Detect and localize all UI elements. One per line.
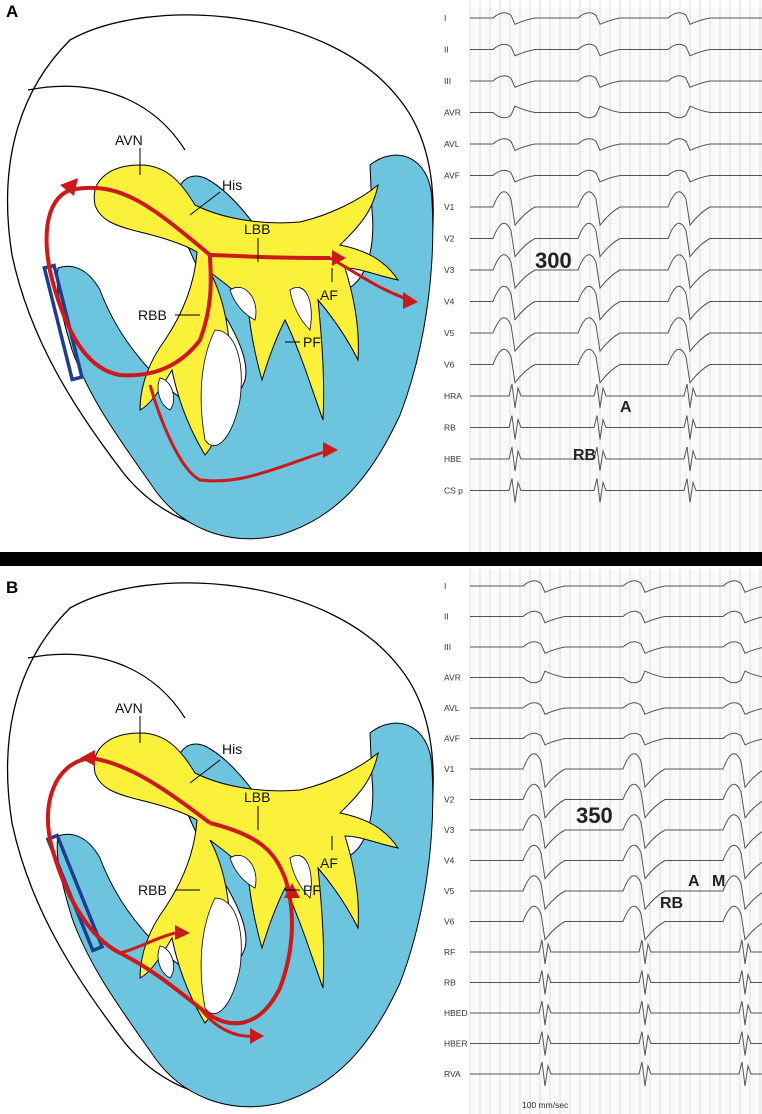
ecg-tracing-b: IIIIIIAVRAVLAVFV1V2V3V4V5V6RFRBHBEDHBERR… — [440, 568, 762, 1114]
label-af: AF — [320, 287, 338, 303]
lead-label: V2 — [444, 234, 455, 244]
label-his: His — [222, 177, 242, 193]
lead-label: II — [444, 45, 449, 55]
label-rbb: RBB — [138, 307, 167, 323]
ecg-lead-labels: IIIIIIAVRAVLAVFV1V2V3V4V5V6HRARBHBECS p — [444, 13, 463, 496]
marker-rb: RB — [573, 447, 596, 464]
lead-label: V6 — [444, 917, 455, 927]
lead-label: RB — [444, 423, 456, 433]
lead-label: V4 — [444, 297, 455, 307]
label-lbb: LBB — [244, 221, 270, 237]
label-lbb: LBB — [244, 789, 270, 805]
label-af: AF — [320, 855, 338, 871]
lead-label: RB — [444, 978, 456, 988]
lead-label: V1 — [444, 764, 455, 774]
lead-label: II — [444, 612, 449, 622]
lead-label: V3 — [444, 265, 455, 275]
lead-label: HBE — [444, 454, 462, 464]
label-his: His — [222, 741, 242, 757]
lead-label: III — [444, 76, 451, 86]
lead-label: V4 — [444, 856, 455, 866]
lead-label: AVF — [444, 171, 460, 181]
marker-m: M — [712, 873, 725, 890]
lead-label: V2 — [444, 795, 455, 805]
ecg-tracing-a: IIIIIIAVRAVLAVFV1V2V3V4V5V6HRARBHBECS p … — [440, 0, 762, 552]
lead-label: CS p — [444, 486, 463, 496]
paper-speed: 100 mm/sec — [522, 1100, 569, 1110]
lead-label: I — [444, 13, 446, 23]
label-avn: AVN — [115, 132, 143, 148]
label-pf: PF — [303, 882, 321, 898]
label-avn: AVN — [115, 700, 143, 716]
label-rbb: RBB — [138, 882, 167, 898]
heart-diagram-a: AVN His LBB AF RBB PF — [0, 0, 440, 552]
panel-b: B AVN His LBB AF RBB PF IIIIIIAVRAVL — [0, 568, 762, 1114]
lead-label: AVL — [444, 139, 460, 149]
lead-label: RVA — [444, 1069, 461, 1079]
lead-label: AVR — [444, 108, 461, 118]
cycle-length: 300 — [535, 248, 572, 273]
lead-label: HBER — [444, 1039, 468, 1049]
ecg-paper — [470, 570, 762, 1114]
lead-label: V3 — [444, 825, 455, 835]
ecg-lead-labels: IIIIIIAVRAVLAVFV1V2V3V4V5V6RFRBHBEDHBERR… — [444, 581, 468, 1079]
lead-label: HBED — [444, 1008, 468, 1018]
lead-label: I — [444, 581, 446, 591]
heart-diagram-b: AVN His LBB AF RBB PF — [0, 568, 440, 1114]
lead-label: AVR — [444, 673, 461, 683]
lead-label: V6 — [444, 360, 455, 370]
panel-divider — [0, 552, 762, 566]
label-pf: PF — [303, 334, 321, 350]
marker-rb: RB — [660, 895, 683, 912]
lead-label: RF — [444, 947, 455, 957]
marker-a: A — [620, 399, 632, 416]
lead-label: V1 — [444, 202, 455, 212]
lead-label: V5 — [444, 886, 455, 896]
marker-a: A — [688, 873, 700, 890]
lead-label: V5 — [444, 328, 455, 338]
lead-label: HRA — [444, 391, 462, 401]
panel-a: A AVN His LBB AF — [0, 0, 762, 552]
lead-label: AVF — [444, 734, 460, 744]
lead-label: AVL — [444, 703, 460, 713]
lead-label: III — [444, 642, 451, 652]
cycle-length: 350 — [576, 803, 613, 828]
